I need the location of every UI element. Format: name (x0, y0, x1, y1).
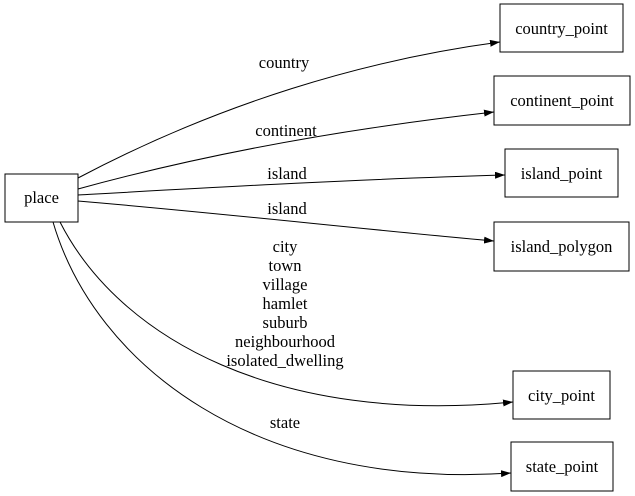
node-state-point-box (510, 441, 614, 492)
node-place-box (4, 173, 79, 223)
node-country-point-label: country_point (515, 19, 608, 38)
edge-label-continent: continent (255, 121, 317, 140)
node-island-polygon-box (493, 221, 630, 272)
edge-label-island-point: island (267, 164, 307, 183)
node-country-point: country_point (499, 3, 624, 53)
node-city-point-label: city_point (528, 386, 595, 405)
edge-label-country: country (259, 53, 310, 72)
edge-place-island_point (77, 171, 506, 196)
node-place-label: place (24, 188, 59, 207)
node-island-point-label: island_point (521, 164, 603, 183)
edge-layer (52, 39, 514, 478)
edge-label-village: village (263, 275, 308, 294)
node-state-point: state_point (510, 441, 614, 492)
edge-label-town: town (269, 256, 302, 275)
node-continent-point-box (493, 75, 631, 126)
node-island-polygon: island_polygon (493, 221, 630, 272)
edge-place-state_point (52, 221, 512, 478)
edge-label-city: city (273, 237, 298, 256)
edge-label-isolated-dwelling: isolated_dwelling (226, 351, 343, 370)
edge-label-island-polygon: island (267, 199, 307, 218)
node-state-point-label: state_point (526, 457, 599, 476)
node-island-point-box (504, 148, 619, 198)
edge-place-island_polygon (77, 200, 495, 244)
edge-label-city-multiline: city town village hamlet suburb neighbou… (226, 237, 343, 370)
node-layer: place country_point continent_point isla… (4, 3, 631, 492)
edge-label-suburb: suburb (263, 313, 308, 332)
node-continent-point-label: continent_point (510, 91, 614, 110)
edge-label-state: state (270, 413, 300, 432)
node-city-point: city_point (512, 370, 611, 420)
edge-place-city_point (59, 221, 514, 407)
node-place: place (4, 173, 79, 223)
node-country-point-box (499, 3, 624, 53)
node-island-polygon-label: island_polygon (511, 237, 613, 256)
edge-label-layer: country continent island island city tow… (226, 53, 343, 432)
edge-label-neighbourhood: neighbourhood (235, 332, 336, 351)
node-city-point-box (512, 370, 611, 420)
edge-label-hamlet: hamlet (263, 294, 308, 313)
node-continent-point: continent_point (493, 75, 631, 126)
edge-place-country_point (77, 39, 501, 179)
edge-place-continent_point (77, 109, 495, 190)
node-island-point: island_point (504, 148, 619, 198)
